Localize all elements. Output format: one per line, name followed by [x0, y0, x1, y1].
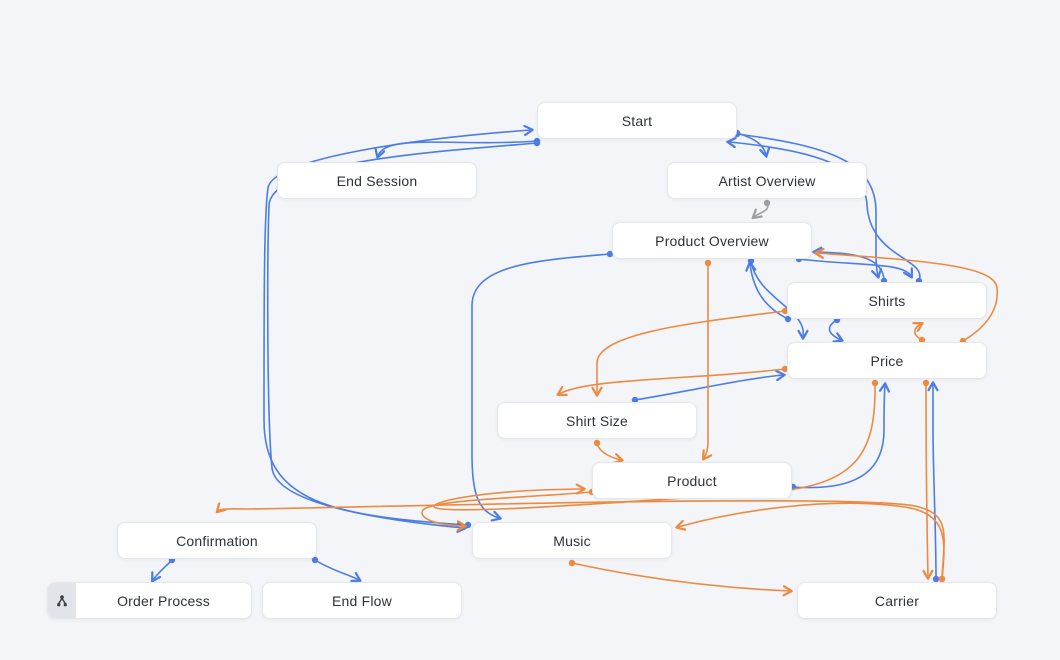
edge-product-overview-to-shirts[interactable]: [798, 258, 913, 279]
node-start[interactable]: Start: [537, 102, 737, 139]
node-product[interactable]: Product: [592, 462, 792, 499]
node-artist-overview[interactable]: Artist Overview: [667, 162, 867, 199]
edge-product-overview-to-product[interactable]: [701, 263, 713, 461]
node-label: Shirts: [868, 292, 906, 309]
edge-carrier-to-price[interactable]: [927, 381, 939, 580]
edge-confirmation-to-end-flow[interactable]: [314, 559, 362, 583]
edge-source-port: [938, 575, 946, 583]
node-label: Music: [553, 532, 591, 549]
edge-product-overview-to-music[interactable]: [471, 253, 611, 522]
node-label: Price: [870, 352, 904, 369]
edge-source-port: [918, 336, 926, 344]
edge-product-to-music[interactable]: [421, 491, 593, 532]
node-label: Artist Overview: [718, 172, 816, 189]
edge-source-port: [606, 250, 614, 258]
node-end-session[interactable]: End Session: [277, 162, 477, 199]
node-label: Confirmation: [176, 532, 258, 549]
node-carrier[interactable]: Carrier: [797, 582, 997, 619]
edge-product-overview-to-price[interactable]: [750, 260, 809, 340]
edge-source-port: [631, 396, 639, 404]
edge-source-port: [763, 199, 771, 207]
edge-shirt-size-to-price[interactable]: [634, 370, 786, 401]
node-label: Shirt Size: [566, 412, 628, 429]
edge-source-port: [593, 439, 601, 447]
edge-source-port: [781, 307, 789, 315]
edge-price-to-product[interactable]: [433, 382, 876, 511]
edge-music-to-start[interactable]: [263, 124, 534, 526]
edge-source-port: [932, 575, 940, 583]
edge-source-port: [311, 556, 319, 564]
node-product-overview[interactable]: Product Overview: [612, 222, 812, 259]
edge-product-to-price[interactable]: [792, 382, 891, 489]
edge-price-to-carrier[interactable]: [922, 382, 934, 580]
edge-carrier-to-confirmation[interactable]: [215, 499, 945, 580]
node-shirts[interactable]: Shirts: [787, 282, 987, 319]
node-label: Product Overview: [655, 232, 769, 249]
node-order-process[interactable]: Order Process: [47, 582, 252, 619]
node-label: End Flow: [332, 592, 392, 609]
node-end-flow[interactable]: End Flow: [262, 582, 462, 619]
edge-shirts-to-shirt-size[interactable]: [591, 310, 786, 397]
edge-source-port: [922, 379, 930, 387]
edge-source-port: [871, 379, 879, 387]
edge-music-to-carrier[interactable]: [571, 562, 793, 597]
node-confirmation[interactable]: Confirmation: [117, 522, 317, 559]
node-price[interactable]: Price: [787, 342, 987, 379]
node-label: Start: [621, 112, 653, 129]
node-label: Carrier: [874, 592, 920, 609]
edge-source-port: [533, 139, 541, 147]
edge-start-to-shirts[interactable]: [736, 133, 882, 279]
node-label: Product: [667, 472, 717, 489]
flow-branch-icon: [48, 583, 76, 618]
node-shirt-size[interactable]: Shirt Size: [497, 402, 697, 439]
edge-source-port: [704, 259, 712, 267]
edge-shirts-to-start[interactable]: [726, 137, 921, 282]
node-music[interactable]: Music: [472, 522, 672, 559]
edge-start-to-end-session[interactable]: [374, 140, 538, 159]
node-label: End Session: [336, 172, 418, 189]
edge-confirmation-to-order-process[interactable]: [151, 559, 173, 583]
edge-source-port: [781, 365, 789, 373]
node-label: Order Process: [117, 592, 210, 609]
edge-price-to-product-overview[interactable]: [814, 247, 998, 342]
edge-price-to-shirt-size[interactable]: [556, 368, 786, 397]
edge-shirts-to-product-overview[interactable]: [745, 261, 789, 320]
edge-source-port: [568, 559, 576, 567]
edge-carrier-to-music[interactable]: [675, 502, 945, 580]
